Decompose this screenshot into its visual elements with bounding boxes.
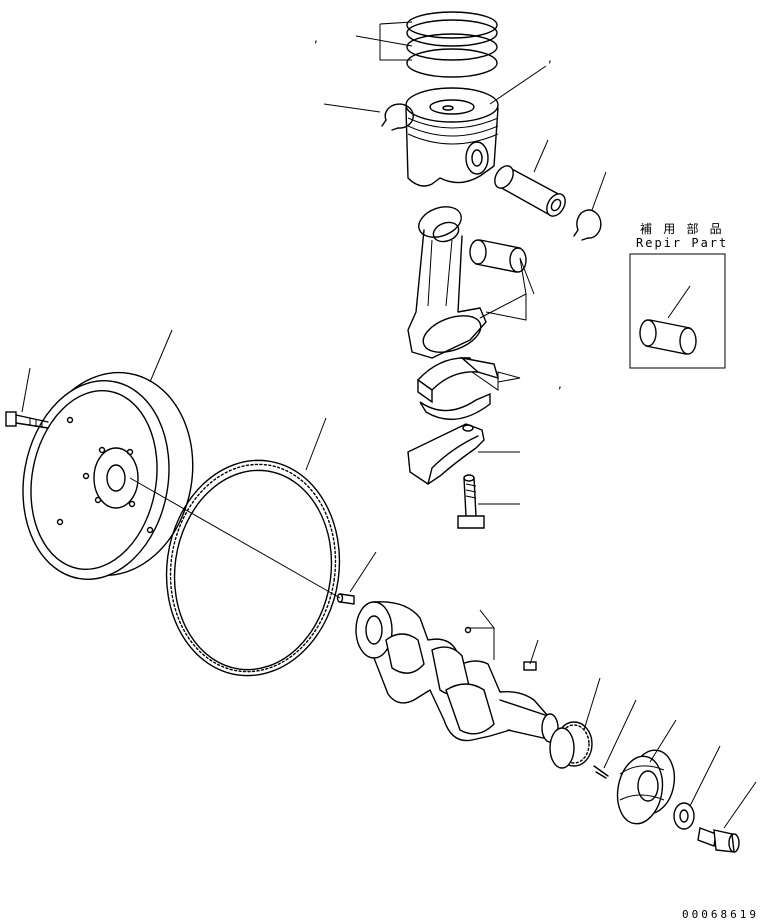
flywheel xyxy=(22,371,194,580)
pulley-key xyxy=(593,765,609,779)
figure-code: 00068619 xyxy=(682,908,759,921)
piston-pin xyxy=(494,165,566,217)
piston xyxy=(405,87,499,187)
connecting-rod-cap xyxy=(407,423,485,485)
repair-box-title-jp: 補 用 部 品 xyxy=(640,221,724,236)
ring-gear xyxy=(165,459,341,677)
circlip-left xyxy=(381,103,414,131)
repair-part-box: 補 用 部 品 Repir Part xyxy=(629,221,728,369)
comma-mark: , xyxy=(314,31,318,45)
dowel-pin xyxy=(336,593,355,605)
leader-lines xyxy=(21,21,757,829)
crankshaft-gear xyxy=(549,721,593,769)
flywheel-bolt xyxy=(5,411,49,429)
circlip-right xyxy=(573,209,602,241)
rod-bearing-shells xyxy=(416,356,500,421)
small-end-bushing xyxy=(469,239,527,273)
repair-bushing xyxy=(639,319,697,355)
woodruff-key xyxy=(523,661,537,671)
crank-pulley xyxy=(616,749,676,825)
rod-bolt xyxy=(457,474,485,529)
repair-box-title-en: Repir Part xyxy=(636,236,728,250)
crankshaft xyxy=(355,601,559,743)
washer xyxy=(673,802,695,830)
comma-mark: , xyxy=(558,377,562,391)
pulley-bolt xyxy=(697,827,740,853)
comma-mark: , xyxy=(548,51,552,65)
piston-rings xyxy=(406,11,498,78)
connecting-rod xyxy=(407,206,487,359)
